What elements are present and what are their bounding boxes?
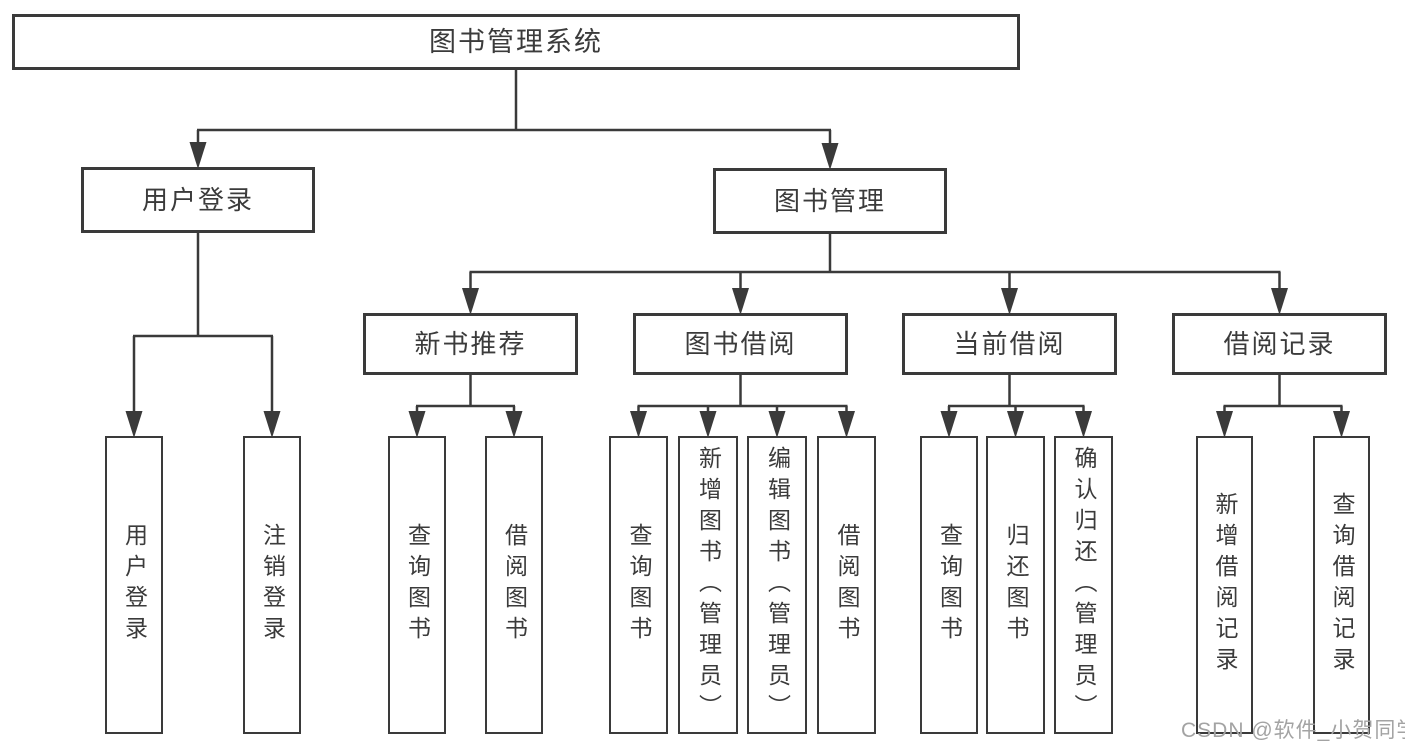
arrowhead-icon bbox=[408, 411, 426, 438]
node-label-query-1: 查询图书 bbox=[404, 523, 431, 647]
node-label-records: 借阅记录 bbox=[1223, 329, 1336, 359]
node-label-query-record: 查询借阅记录 bbox=[1329, 492, 1355, 678]
node-label-logout: 注销登录 bbox=[259, 523, 286, 647]
node-label-return-book: 归还图书 bbox=[1003, 523, 1029, 647]
diagram-node-query-1: 查询图书 bbox=[388, 436, 446, 734]
watermark: CSDN @软件_小贺同学 bbox=[1181, 719, 1405, 742]
diagram-node-current: 当前借阅 bbox=[902, 313, 1117, 375]
arrowhead-icon bbox=[821, 143, 839, 170]
diagram-node-add-book: 新增图书（管理员） bbox=[678, 436, 738, 734]
arrowhead-icon bbox=[505, 411, 523, 438]
diagram-node-borrow-2: 借阅图书 bbox=[817, 436, 876, 734]
node-label-confirm: 确认归还（管理员） bbox=[1071, 445, 1097, 725]
arrowhead-icon bbox=[768, 411, 786, 438]
diagram-node-add-record: 新增借阅记录 bbox=[1196, 436, 1253, 734]
node-label-user-login: 用户登录 bbox=[141, 185, 254, 215]
diagram-node-query-3: 查询图书 bbox=[920, 436, 978, 734]
diagram-node-root: 图书管理系统 bbox=[12, 14, 1020, 70]
arrowhead-icon bbox=[1001, 288, 1018, 315]
diagram-node-book-mgmt: 图书管理 bbox=[713, 168, 947, 234]
node-label-borrowing: 图书借阅 bbox=[684, 329, 797, 359]
node-label-query-2: 查询图书 bbox=[626, 523, 652, 647]
diagram-node-edit-book: 编辑图书（管理员） bbox=[747, 436, 807, 734]
arrowhead-icon bbox=[1216, 411, 1233, 438]
node-label-borrow-1: 借阅图书 bbox=[501, 523, 528, 647]
arrowhead-icon bbox=[699, 411, 717, 438]
arrowhead-icon bbox=[462, 288, 479, 315]
node-label-add-book: 新增图书（管理员） bbox=[695, 445, 722, 725]
diagram-node-login: 用户登录 bbox=[105, 436, 163, 734]
arrowhead-icon bbox=[125, 411, 143, 438]
diagram-node-return-book: 归还图书 bbox=[986, 436, 1045, 734]
node-label-root: 图书管理系统 bbox=[429, 26, 603, 57]
node-label-edit-book: 编辑图书（管理员） bbox=[764, 445, 791, 725]
diagram-node-user-login: 用户登录 bbox=[81, 167, 315, 233]
arrowhead-icon bbox=[263, 411, 281, 438]
arrowhead-icon bbox=[1271, 288, 1288, 315]
node-label-login: 用户登录 bbox=[121, 523, 148, 647]
arrowhead-icon bbox=[1007, 411, 1024, 438]
diagram-node-borrowing: 图书借阅 bbox=[633, 313, 848, 375]
diagram-node-logout: 注销登录 bbox=[243, 436, 301, 734]
arrowhead-icon bbox=[1075, 411, 1092, 438]
node-label-new-books: 新书推荐 bbox=[414, 329, 527, 359]
node-label-borrow-2: 借阅图书 bbox=[834, 523, 860, 647]
diagram-node-borrow-1: 借阅图书 bbox=[485, 436, 543, 734]
diagram-node-new-books: 新书推荐 bbox=[363, 313, 578, 375]
diagram-node-records: 借阅记录 bbox=[1172, 313, 1387, 375]
node-label-add-record: 新增借阅记录 bbox=[1212, 492, 1238, 678]
diagram-node-confirm: 确认归还（管理员） bbox=[1054, 436, 1113, 734]
arrowhead-icon bbox=[189, 142, 207, 169]
node-label-book-mgmt: 图书管理 bbox=[773, 186, 886, 216]
node-label-current: 当前借阅 bbox=[953, 329, 1066, 359]
diagram-node-query-2: 查询图书 bbox=[609, 436, 668, 734]
arrowhead-icon bbox=[838, 411, 855, 438]
diagram-node-query-record: 查询借阅记录 bbox=[1313, 436, 1370, 734]
node-label-query-3: 查询图书 bbox=[936, 523, 963, 647]
arrowhead-icon bbox=[732, 288, 749, 315]
arrowhead-icon bbox=[940, 411, 958, 438]
arrowhead-icon bbox=[630, 411, 647, 438]
arrowhead-icon bbox=[1333, 411, 1350, 438]
